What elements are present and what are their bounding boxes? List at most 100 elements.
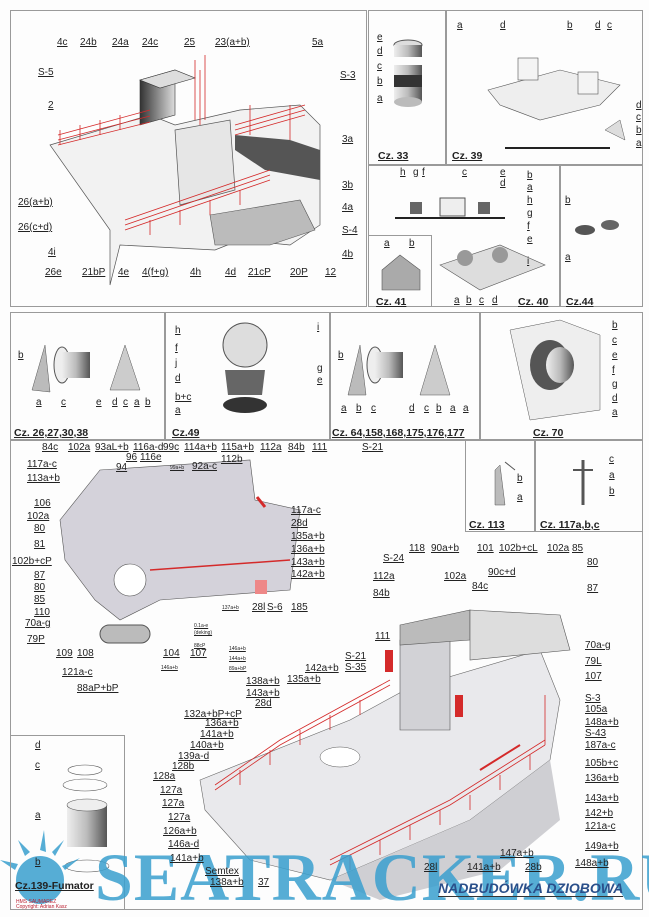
callout-label-lower-left-small: 137a+b [222, 605, 239, 611]
callout-label-lower-right: 136a+b [205, 718, 239, 729]
callout-label-lower-right: 105b+c [585, 758, 619, 769]
callout-label-cz40: e [500, 167, 506, 178]
callout-label-cz113: b [517, 473, 523, 484]
callout-label-lower-right: 85 [572, 543, 584, 554]
callout-label-cz49: d [175, 373, 181, 384]
title-cz113: Cz. 113 [469, 519, 505, 531]
callout-label-lower-left: 112a [260, 442, 282, 453]
callout-label-lower-right: 121a-c [585, 821, 616, 832]
callout-label-cz117: c [609, 454, 614, 465]
callout-label-lower-right: 90c+d [488, 567, 516, 578]
callout-label-lower-left: 80 [34, 523, 46, 534]
callout-label-lower-left: 104 [163, 648, 180, 659]
callout-label-cz40: g [413, 167, 419, 178]
callout-label-cz40: a [454, 295, 460, 306]
title-cz64: Cz. 64,158,168,175,176,177 [332, 427, 465, 439]
callout-label-lower-left-small: 146a+b [229, 646, 246, 652]
callout-label-lower-right: 140a+b [190, 740, 224, 751]
callout-label-top-main: 12 [325, 267, 337, 278]
callout-label-lower-right: 105a [585, 704, 608, 715]
callout-label-lower-left: 106 [34, 498, 51, 509]
callout-label-cz40: h [527, 195, 533, 206]
callout-label-lower-right: 135a+b [287, 674, 321, 685]
callout-label-cz49: e [317, 375, 323, 386]
callout-label-cz33: a [377, 93, 383, 104]
callout-label-lower-left: 80 [34, 582, 46, 593]
callout-label-lower-right: 143a+b [246, 688, 280, 699]
callout-label-lower-left: 113a+b [27, 473, 60, 484]
callout-label-cz139: a [35, 810, 41, 821]
callout-label-lower-right: 127a [162, 798, 185, 809]
callout-label-lower-right: 126a+b [163, 826, 197, 837]
callout-label-lower-right: 90a+b [431, 543, 460, 554]
callout-label-cz64: a [450, 403, 456, 414]
callout-label-cz49: j [175, 358, 178, 369]
callout-label-lower-left: S-21 [362, 442, 384, 453]
callout-label-cz39: d [595, 20, 601, 31]
title-cz139: Cz.139-Fumator [15, 880, 94, 892]
callout-label-lower-left: 28d [291, 518, 308, 529]
callout-label-top-main: 23(a+b) [215, 37, 250, 48]
panel-cz41 [368, 235, 432, 307]
callout-label-lower-right: 37 [258, 877, 270, 888]
callout-label-cz64: b [338, 350, 344, 361]
callout-label-cz44: b [565, 195, 571, 206]
callout-label-cz49: i [317, 322, 320, 333]
callout-label-lower-left: 102a [68, 442, 91, 453]
callout-label-lower-right: 112a [373, 571, 395, 582]
callout-label-top-main: 4(f+g) [142, 267, 169, 278]
callout-label-top-main: 26(a+b) [18, 197, 53, 208]
callout-label-lower-left: 117a-c [291, 505, 321, 516]
copyright: HMS SAUMAREZ Copyright: Adrian Kasz [16, 900, 67, 910]
callout-label-lower-right: 128a [153, 771, 176, 782]
callout-label-cz40: g [527, 208, 533, 219]
panel-cz70 [480, 312, 643, 440]
callout-label-lower-left: 142a+b [291, 569, 325, 580]
callout-label-lower-right: 147a+b [500, 848, 534, 859]
callout-label-top-main: 3a [342, 134, 354, 145]
callout-label-cz26: e [96, 397, 102, 408]
callout-label-top-main: 24c [142, 37, 159, 48]
callout-label-cz70: e [612, 350, 618, 361]
callout-label-lower-right: S-43 [585, 728, 607, 739]
callout-label-cz33: e [377, 32, 383, 43]
callout-label-lower-left: S-6 [267, 602, 283, 613]
callout-label-lower-right: S-24 [383, 553, 405, 564]
callout-label-cz26: c [61, 397, 66, 408]
title-cz117: Cz. 117a,b,c [540, 519, 600, 531]
callout-label-lower-right: 101 [477, 543, 494, 554]
callout-label-cz41: a [384, 238, 390, 249]
callout-label-top-main: 4b [342, 249, 354, 260]
cz113-cz117-drawings [494, 460, 593, 506]
callout-label-lower-right: 142+b [585, 808, 614, 819]
panel-cz117 [535, 440, 643, 532]
callout-label-lower-left-small: 146a+b [161, 665, 178, 671]
callout-label-cz40: b [466, 295, 472, 306]
callout-label-lower-right: 111 [375, 631, 391, 642]
callout-label-lower-left: 92a-c [192, 461, 218, 472]
callout-label-lower-left: 112b [221, 454, 243, 465]
callout-label-lower-left: 111 [312, 442, 328, 453]
callout-label-cz49: b+c [175, 392, 192, 403]
callout-label-lower-left: 115a+b [221, 442, 254, 453]
panel-cz44 [560, 165, 643, 307]
callout-label-lower-right: 138a+b [210, 877, 244, 888]
callout-label-cz40: i [527, 256, 530, 267]
callout-label-lower-right: Semtex [205, 866, 239, 877]
title-cz49: Cz.49 [172, 427, 200, 439]
title-cz40: Cz. 40 [518, 296, 549, 308]
callout-label-lower-right: 142a+b [305, 663, 339, 674]
callout-label-lower-left: 185 [291, 602, 308, 613]
callout-label-top-main: 3b [342, 180, 354, 191]
callout-label-top-main: 21bP [82, 267, 106, 278]
callout-label-cz33: d [377, 46, 383, 57]
callout-label-cz39: b [636, 125, 642, 136]
callout-label-lower-right: 139a-d [178, 751, 210, 762]
callout-label-cz49: h [175, 325, 181, 336]
callout-label-cz26: b [145, 397, 151, 408]
callout-label-lower-left: 135a+b [291, 531, 325, 542]
callout-label-lower-left: 117a-c [27, 459, 57, 470]
callout-label-lower-left: 87 [34, 570, 46, 581]
callout-label-lower-left: 81 [34, 539, 46, 550]
